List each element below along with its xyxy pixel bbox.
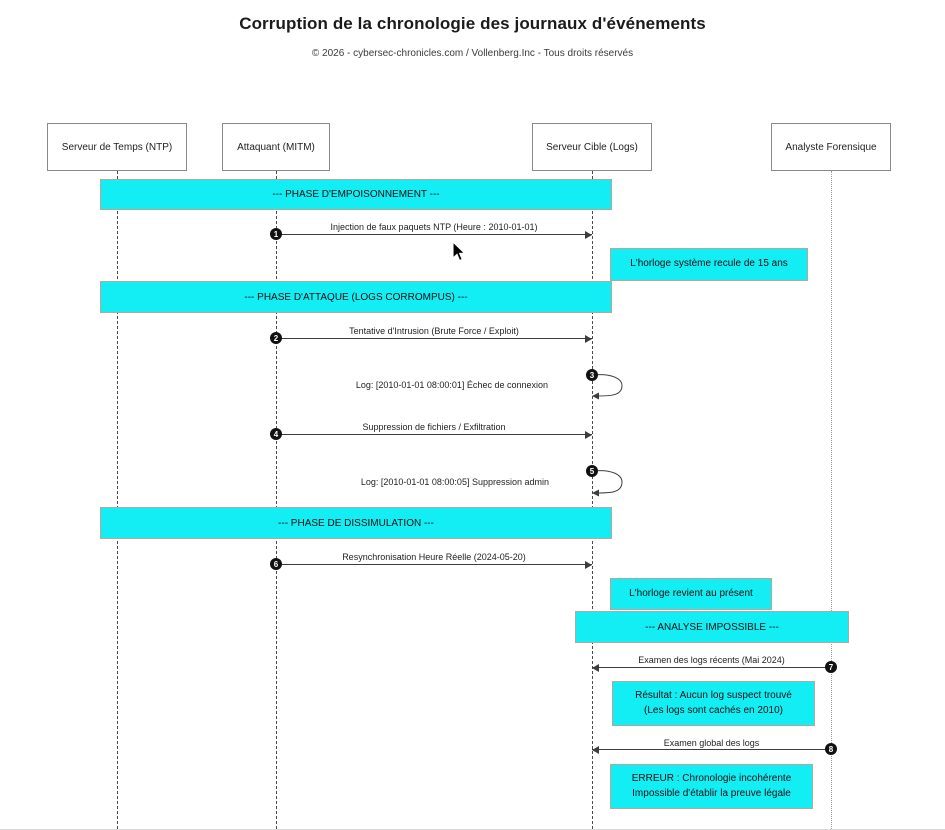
note-line: Impossible d'établir la preuve légale — [632, 787, 791, 799]
message-label: Examen des logs récents (Mai 2024) — [638, 655, 785, 665]
participant-attacker[interactable]: Attaquant (MITM) — [222, 123, 330, 171]
participant-label: Serveur Cible (Logs) — [546, 141, 638, 153]
note-line: L'horloge revient au présent — [629, 587, 753, 599]
message-arrowhead — [592, 663, 599, 672]
sequence-badge: 8 — [825, 743, 837, 755]
message-label: Examen global des logs — [663, 738, 760, 748]
message-arrowhead — [592, 745, 599, 754]
message-arrowhead — [585, 230, 592, 239]
sequence-badge: 3 — [586, 369, 598, 381]
message-line — [276, 434, 592, 435]
note-line: ERREUR : Chronologie incohérente — [631, 773, 792, 784]
self-message-label: Log: [2010-01-01 08:00:05] Suppression a… — [360, 477, 549, 487]
phase-banner-label: --- PHASE D'EMPOISONNEMENT --- — [272, 189, 440, 200]
page-subtitle: © 2026 - cybersec-chronicles.com / Volle… — [311, 48, 634, 59]
message-line — [276, 338, 592, 339]
mouse-cursor — [452, 240, 467, 268]
phase-banner: --- PHASE D'EMPOISONNEMENT --- — [100, 179, 612, 210]
sequence-badge: 1 — [270, 228, 282, 240]
message-line — [276, 564, 592, 565]
message-line — [592, 667, 831, 668]
note-line: Résultat : Aucun log suspect trouvé — [635, 690, 792, 701]
note-result-none: Résultat : Aucun log suspect trouvé (Les … — [612, 681, 815, 726]
lifeline-target — [592, 171, 593, 829]
lifeline-ntp — [117, 171, 118, 829]
phase-banner-label: --- PHASE D'ATTAQUE (LOGS CORROMPUS) --- — [244, 291, 468, 303]
self-message-loop — [592, 374, 623, 400]
sequence-badge: 6 — [270, 558, 282, 570]
message-label: Injection de faux paquets NTP (Heure : 2… — [330, 222, 538, 232]
lifeline-analyst — [831, 171, 832, 829]
message-line — [592, 749, 831, 750]
message-label: Tentative d'Intrusion (Brute Force / Exp… — [349, 326, 519, 336]
page-title: Corruption de la chronologie des journau… — [239, 14, 706, 33]
note-line: (Les logs sont cachés en 2010) — [644, 704, 783, 716]
sequence-badge: 4 — [270, 428, 282, 440]
message-label: Suppression de fichiers / Exfiltration — [362, 422, 506, 432]
note-line: L'horloge système recule de 15 ans — [630, 258, 788, 270]
participant-target[interactable]: Serveur Cible (Logs) — [532, 123, 652, 171]
sequence-badge: 7 — [825, 661, 837, 673]
phase-banner-label: --- ANALYSE IMPOSSIBLE --- — [645, 621, 779, 633]
sequence-badge: 5 — [586, 465, 598, 477]
message-line — [276, 234, 592, 235]
phase-banner: --- PHASE DE DISSIMULATION --- — [100, 507, 612, 539]
self-message-label: Log: [2010-01-01 08:00:01] Échec de conn… — [355, 380, 548, 390]
participant-label: Attaquant (MITM) — [237, 141, 315, 153]
message-arrowhead — [585, 560, 592, 569]
sequence-badge: 2 — [270, 332, 282, 344]
message-arrowhead — [585, 430, 592, 439]
lifeline-attacker — [276, 171, 277, 829]
participant-analyst[interactable]: Analyste Forensique — [771, 123, 891, 171]
message-label: Resynchronisation Heure Réelle (2024-05-… — [342, 552, 526, 562]
participant-label: Analyste Forensique — [785, 141, 877, 153]
participant-label: Serveur de Temps (NTP) — [61, 141, 173, 153]
phase-banner-label: --- PHASE DE DISSIMULATION --- — [278, 517, 434, 529]
note-clock-back: L'horloge système recule de 15 ans — [610, 248, 808, 281]
note-clock-return: L'horloge revient au présent — [610, 578, 772, 610]
message-arrowhead — [585, 334, 592, 343]
phase-banner: --- ANALYSE IMPOSSIBLE --- — [575, 611, 849, 643]
self-message-loop — [592, 470, 623, 497]
participant-ntp[interactable]: Serveur de Temps (NTP) — [47, 123, 187, 171]
phase-banner: --- PHASE D'ATTAQUE (LOGS CORROMPUS) --- — [100, 281, 612, 313]
